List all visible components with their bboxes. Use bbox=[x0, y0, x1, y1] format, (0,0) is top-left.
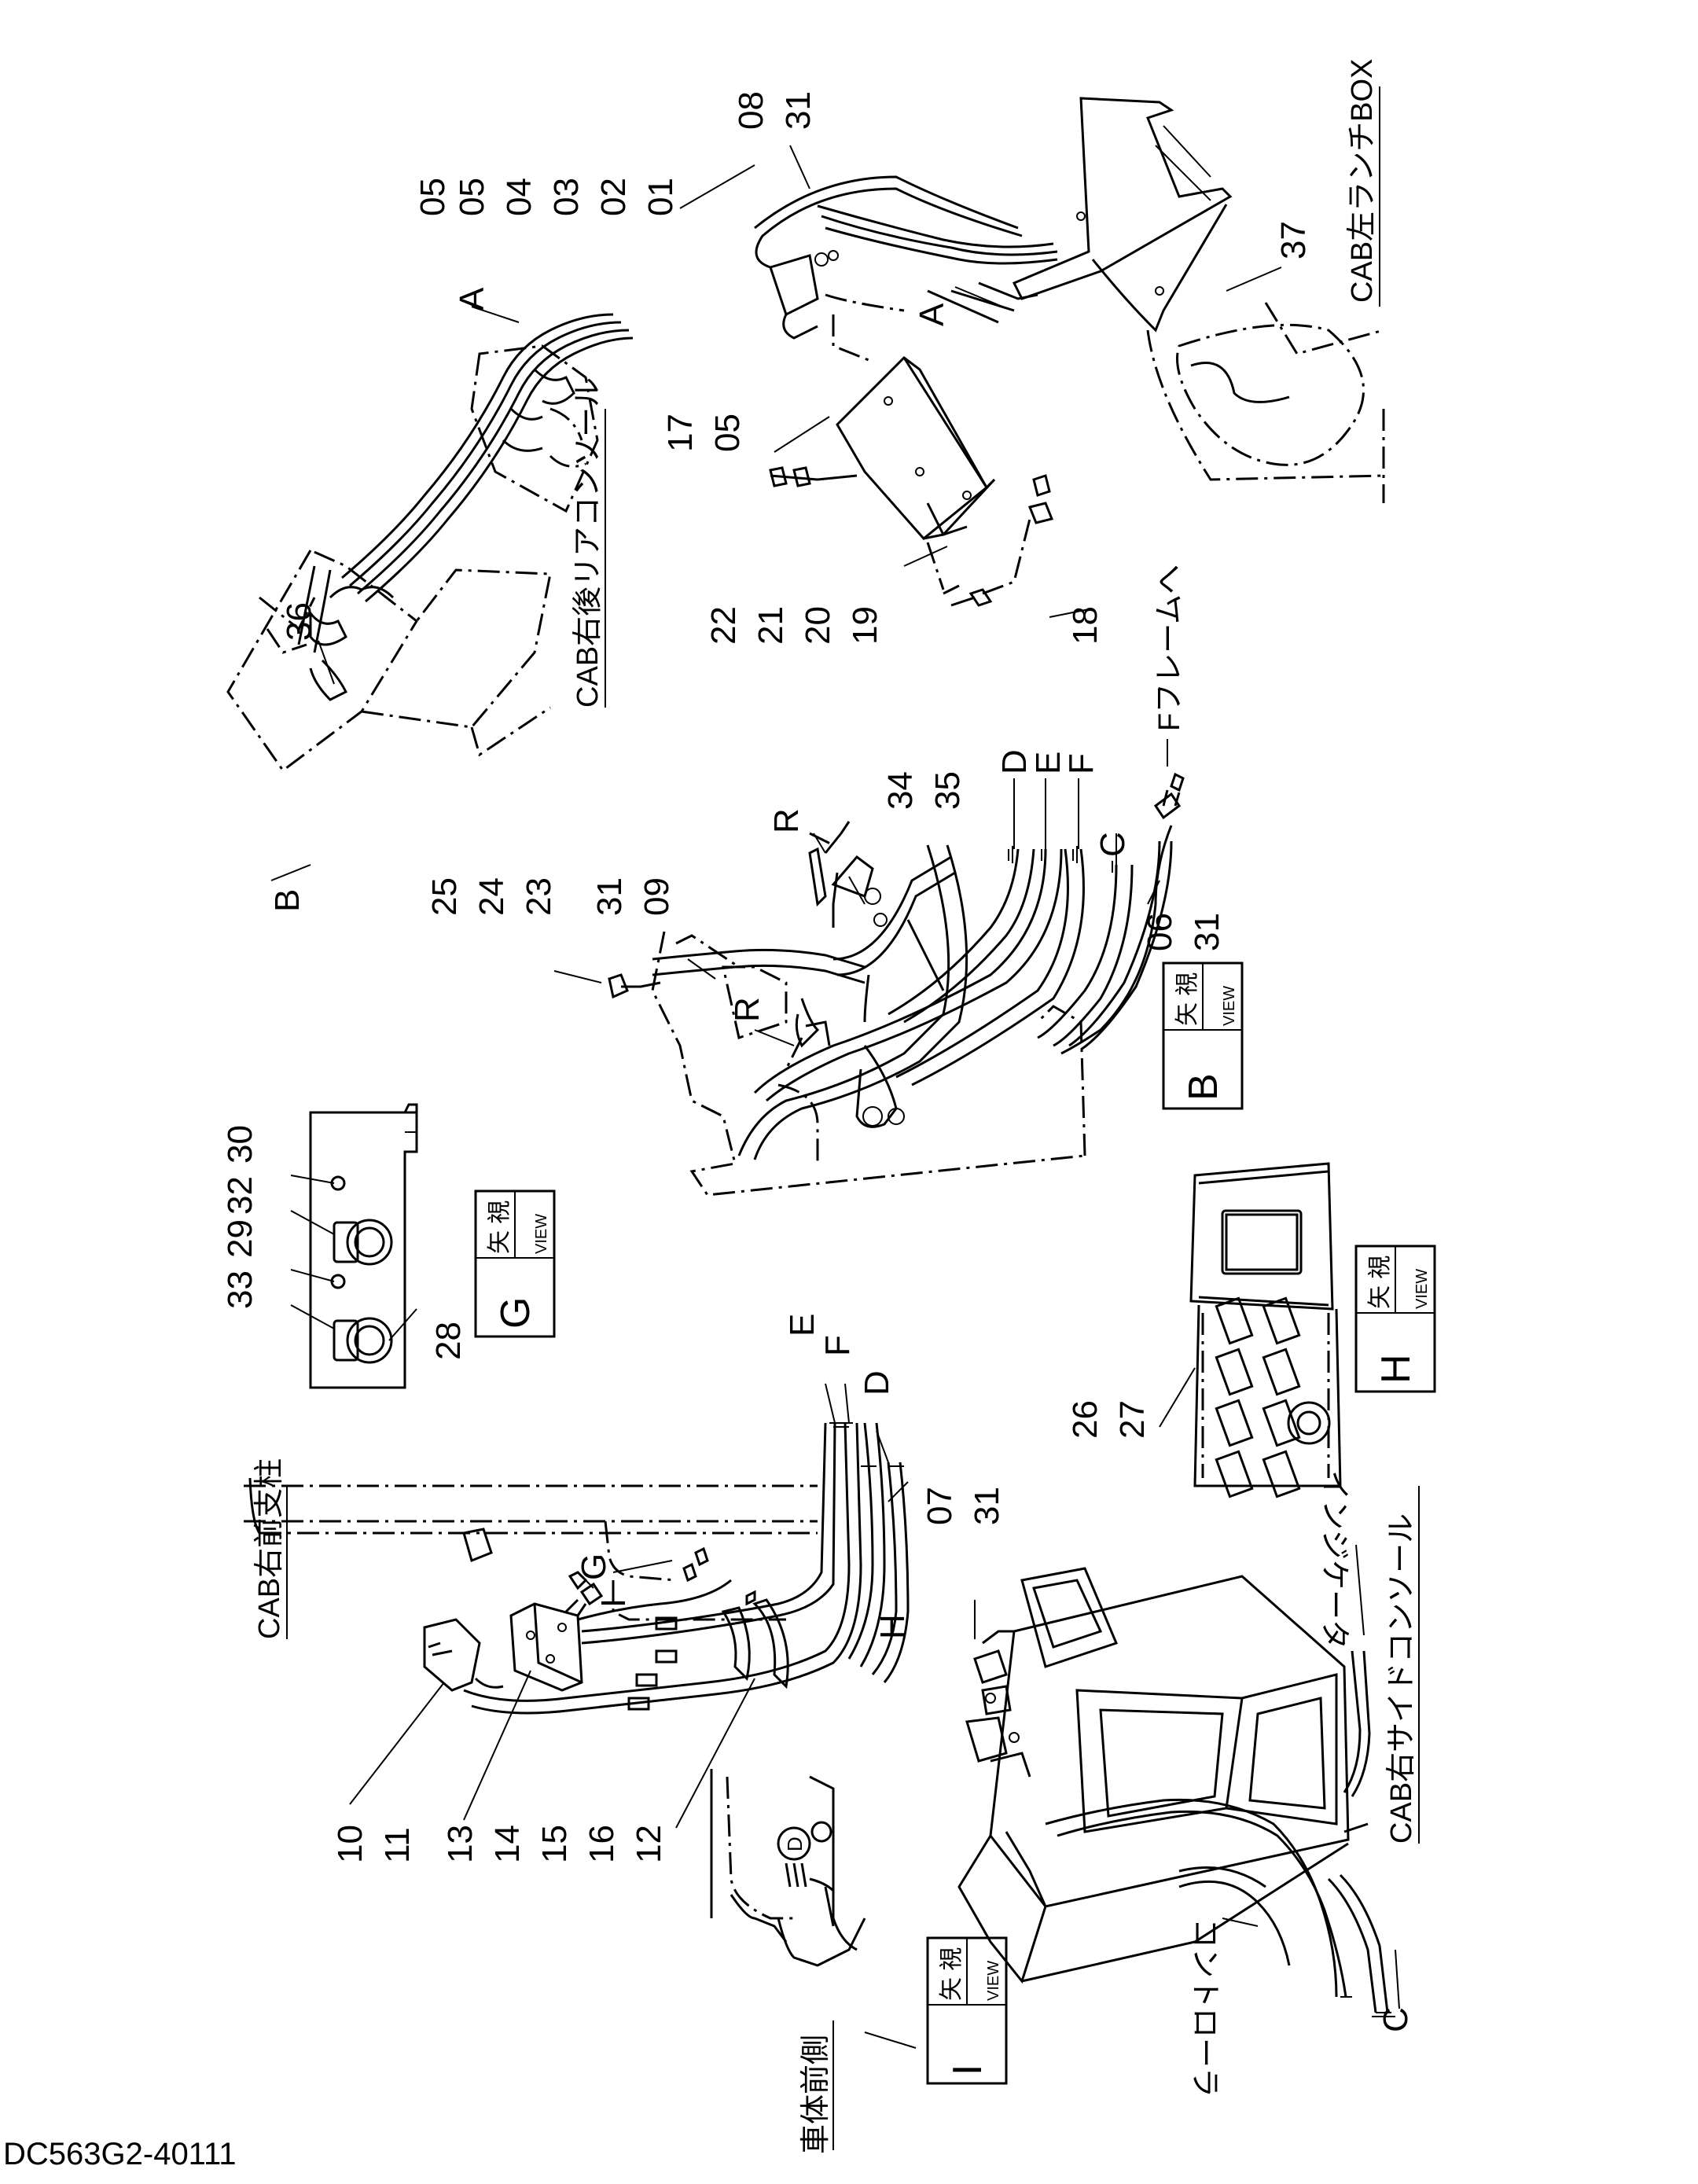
callout: 31 bbox=[1188, 913, 1226, 951]
d-circle-mark: D bbox=[777, 1826, 811, 1861]
letter-e: E bbox=[1029, 752, 1068, 774]
letter-r: R bbox=[767, 808, 806, 833]
label-indicator: インジケータ bbox=[1318, 1470, 1351, 1649]
view-h-letter: H bbox=[1373, 1354, 1419, 1384]
callout: 37 bbox=[1274, 221, 1313, 259]
callout: 18 bbox=[1066, 606, 1104, 645]
label-controller: コントローラ bbox=[1188, 1918, 1221, 2098]
callout: 28 bbox=[429, 1322, 468, 1360]
letter-g: G bbox=[575, 1553, 613, 1580]
view-i-label: VIEW bbox=[985, 1961, 1002, 2001]
view-i-detail bbox=[710, 1769, 866, 1967]
callout: 33 bbox=[221, 1270, 259, 1309]
letter-f: F bbox=[1062, 753, 1101, 774]
rear-console-assembly bbox=[226, 313, 634, 773]
callout: 30 bbox=[221, 1125, 259, 1164]
letter-f: F bbox=[818, 1335, 857, 1356]
callout: 07 bbox=[921, 1487, 959, 1525]
callout: 19 bbox=[846, 606, 884, 645]
callout: 27 bbox=[1113, 1400, 1152, 1439]
callout: 29 bbox=[221, 1219, 259, 1258]
letter-a: A bbox=[453, 287, 491, 311]
view-box-b bbox=[1162, 961, 1244, 1110]
letter-b: B bbox=[268, 889, 307, 912]
callout: 35 bbox=[928, 771, 967, 810]
front-pillar-assembly bbox=[244, 1422, 910, 1715]
document-code: DC563G2-40111 bbox=[3, 2137, 237, 2171]
svg-text:05: 05 bbox=[413, 178, 452, 216]
callout: 24 bbox=[472, 877, 511, 916]
view-box-i bbox=[926, 1936, 1008, 2085]
callout: 13 bbox=[441, 1825, 480, 1863]
callout: 23 bbox=[520, 877, 558, 916]
label-underlines bbox=[286, 86, 1420, 2150]
leader-lines bbox=[270, 145, 1400, 2049]
label-cab-right-front-pillar: CAB右前支柱 bbox=[253, 1458, 286, 1639]
view-i-kanji: 矢 視 bbox=[939, 1947, 965, 2001]
callout: 15 bbox=[535, 1825, 574, 1863]
callout: 01 bbox=[641, 178, 680, 216]
callout: 31 bbox=[590, 877, 629, 916]
view-box-h bbox=[1354, 1245, 1436, 1393]
letter-i: I bbox=[594, 1598, 633, 1608]
view-i-letter: I bbox=[945, 2065, 990, 2076]
view-box-g bbox=[474, 1189, 556, 1338]
callout: 02 bbox=[594, 178, 633, 216]
callout: 36 bbox=[280, 602, 318, 641]
label-vehicle-front-side: 車体前側 bbox=[799, 2035, 832, 2154]
view-b-label: VIEW bbox=[1221, 986, 1238, 1026]
d-mark: D bbox=[783, 1837, 807, 1851]
callout: 14 bbox=[488, 1825, 527, 1863]
callout: 16 bbox=[583, 1825, 621, 1863]
callout: 11 bbox=[378, 1827, 417, 1863]
callout: 05 bbox=[413, 178, 452, 216]
view-h-label: VIEW bbox=[1413, 1269, 1431, 1309]
callout: 17 bbox=[661, 414, 700, 452]
callout: 32 bbox=[221, 1176, 259, 1215]
letter-a: A bbox=[913, 303, 951, 326]
callout: 22 bbox=[704, 606, 743, 645]
view-g-label: VIEW bbox=[533, 1214, 550, 1254]
callout: 20 bbox=[799, 606, 837, 645]
callout: 08 bbox=[732, 91, 770, 130]
letter-e: E bbox=[783, 1314, 821, 1337]
callout: 31 bbox=[779, 91, 818, 130]
callout: 21 bbox=[752, 606, 790, 645]
callout: 25 bbox=[425, 877, 464, 916]
view-g-letter: G bbox=[493, 1297, 538, 1329]
callout: 26 bbox=[1066, 1400, 1104, 1439]
callout: 04 bbox=[500, 178, 538, 216]
label-cab-left-lunch-box: CAB左ランチBOX bbox=[1346, 59, 1379, 303]
callout: 34 bbox=[881, 771, 920, 810]
view-h-panel bbox=[1189, 1162, 1342, 1498]
letter-d: D bbox=[858, 1370, 896, 1395]
lunch-box-assembly bbox=[754, 97, 1385, 607]
callout: 05 bbox=[453, 178, 491, 216]
callout: 09 bbox=[638, 877, 676, 916]
view-b-kanji: 矢 視 bbox=[1174, 973, 1200, 1026]
callout: 12 bbox=[630, 1825, 668, 1863]
letter-c: C bbox=[1093, 832, 1132, 857]
letter-h: H bbox=[873, 1614, 912, 1639]
side-console-assembly bbox=[957, 1567, 1395, 2017]
label-cab-right-rear-console: CAB右後リアコンソール bbox=[572, 377, 605, 708]
label-to-f-frame: Fフレームへ bbox=[1153, 564, 1186, 731]
label-cab-right-side-console: CAB右サイドコンソール bbox=[1385, 1513, 1418, 1844]
callout: 10 bbox=[331, 1825, 369, 1863]
view-g-kanji: 矢 視 bbox=[487, 1200, 513, 1254]
callout: 05 bbox=[708, 414, 747, 452]
callout: 31 bbox=[968, 1487, 1006, 1525]
letter-c: C bbox=[1376, 2007, 1415, 2032]
callout: 03 bbox=[547, 178, 586, 216]
letter-d: D bbox=[995, 749, 1034, 774]
view-h-kanji: 矢 視 bbox=[1367, 1256, 1393, 1309]
view-g-panel bbox=[309, 1103, 418, 1389]
callout: 06 bbox=[1141, 913, 1179, 951]
harness-assembly-b bbox=[608, 772, 1185, 1197]
letter-r: R bbox=[728, 997, 766, 1022]
view-b-letter: B bbox=[1181, 1073, 1226, 1101]
callout-group-05-01: 05 bbox=[413, 178, 452, 216]
